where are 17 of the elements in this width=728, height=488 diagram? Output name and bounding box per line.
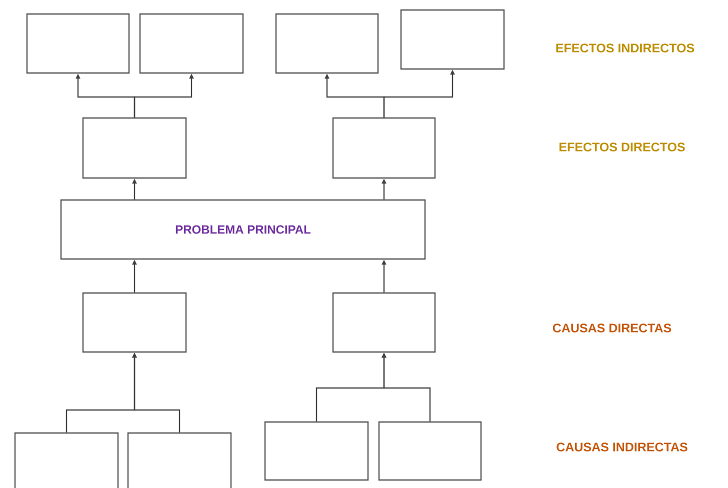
empty-box (332, 292, 436, 353)
empty-box (400, 9, 505, 70)
empty-box (14, 432, 119, 488)
empty-box (127, 432, 232, 488)
empty-box (275, 13, 379, 74)
empty-box (26, 13, 130, 74)
problem-box: PROBLEMA PRINCIPAL (60, 199, 426, 260)
empty-box (332, 117, 436, 179)
level-label: EFECTOS DIRECTOS (560, 142, 685, 152)
empty-box (378, 421, 482, 481)
empty-box (264, 421, 369, 481)
empty-box (82, 117, 187, 179)
level-label: CAUSAS INDIRECTAS (556, 442, 688, 452)
level-label: EFECTOS INDIRECTOS (556, 44, 694, 52)
empty-box (82, 292, 187, 353)
level-label: CAUSAS DIRECTAS (552, 324, 672, 332)
empty-box (139, 13, 244, 74)
